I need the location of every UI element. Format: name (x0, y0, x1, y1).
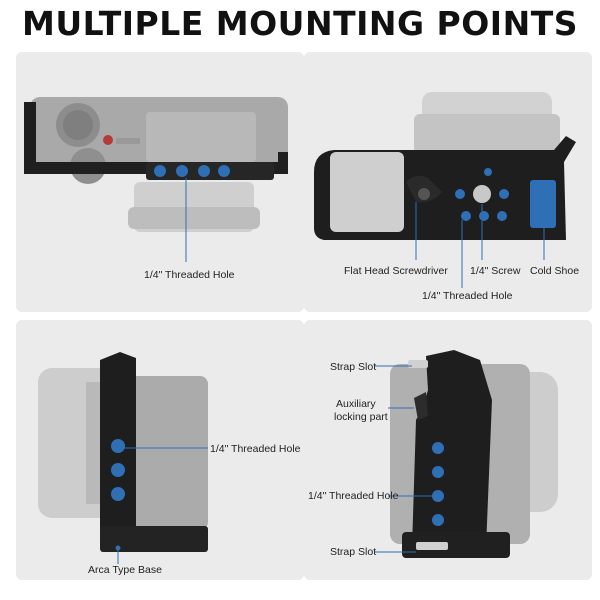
panel-top-view: 1/4" Threaded Hole (16, 52, 304, 312)
arca-type-base (100, 526, 208, 552)
cage-handle (412, 350, 492, 548)
threaded-hole-label: 1/4" Threaded Hole (210, 443, 301, 455)
quarter-inch-screw (473, 185, 491, 203)
threaded-hole-3 (461, 211, 471, 221)
threaded-hole-2 (499, 189, 509, 199)
threaded-hole-label: 1/4" Threaded Hole (308, 490, 399, 502)
cold-shoe (530, 180, 556, 228)
panel-side-view: 1/4" Threaded Hole Arca Type Base (16, 320, 304, 580)
threaded-hole-5 (497, 211, 507, 221)
auxiliary-label-line2: locking part (334, 411, 388, 423)
auxiliary-locking-part (414, 392, 428, 420)
threaded-hole-label: 1/4" Threaded Hole (422, 290, 513, 302)
cage-base (402, 532, 510, 558)
threaded-hole-4 (432, 514, 444, 526)
threaded-hole-6 (484, 168, 492, 176)
strap-slot-top-label: Strap Slot (330, 361, 377, 373)
threaded-hole-1 (432, 442, 444, 454)
threaded-hole-4 (479, 211, 489, 221)
threaded-hole-3 (432, 490, 444, 502)
camera-top-plate (146, 112, 256, 162)
camera-bottom-view-illustration (314, 92, 576, 288)
threaded-hole-1 (154, 165, 166, 177)
page-title: MULTIPLE MOUNTING POINTS (22, 4, 578, 43)
arca-marker (115, 545, 121, 551)
strap-slot-bottom-label: Strap Slot (330, 546, 377, 558)
strap-slot-top (408, 360, 428, 368)
panel-bottom-view: Flat Head Screwdriver 1/4" Screw Cold Sh… (304, 52, 592, 312)
flat-head-screwdriver (418, 188, 430, 200)
camera-top-view-illustration (24, 97, 288, 262)
threaded-hole-2 (176, 165, 188, 177)
threaded-hole-4 (218, 165, 230, 177)
threaded-hole-1 (111, 439, 125, 453)
record-button (103, 135, 113, 145)
threaded-hole-2 (432, 466, 444, 478)
lens-ring (128, 207, 260, 229)
lens-ring (414, 114, 560, 154)
camera-side-view-illustration (38, 352, 208, 564)
panel-rear-view: Strap Slot Auxiliary locking part 1/4" T… (304, 320, 592, 580)
threaded-hole-2 (111, 463, 125, 477)
threaded-hole-1 (455, 189, 465, 199)
camera-rear-view-illustration (374, 350, 558, 558)
battery-door (330, 152, 404, 232)
threaded-hole-3 (111, 487, 125, 501)
cold-shoe-label: Cold Shoe (530, 265, 580, 277)
auxiliary-label-line1: Auxiliary (336, 398, 376, 410)
flat-head-screwdriver-label: Flat Head Screwdriver (344, 265, 448, 277)
threaded-hole-3 (198, 165, 210, 177)
strap-slot-bottom (416, 542, 448, 550)
screw-label: 1/4" Screw (470, 265, 521, 277)
threaded-hole-label: 1/4" Threaded Hole (144, 269, 235, 281)
arca-base-label: Arca Type Base (88, 564, 162, 576)
